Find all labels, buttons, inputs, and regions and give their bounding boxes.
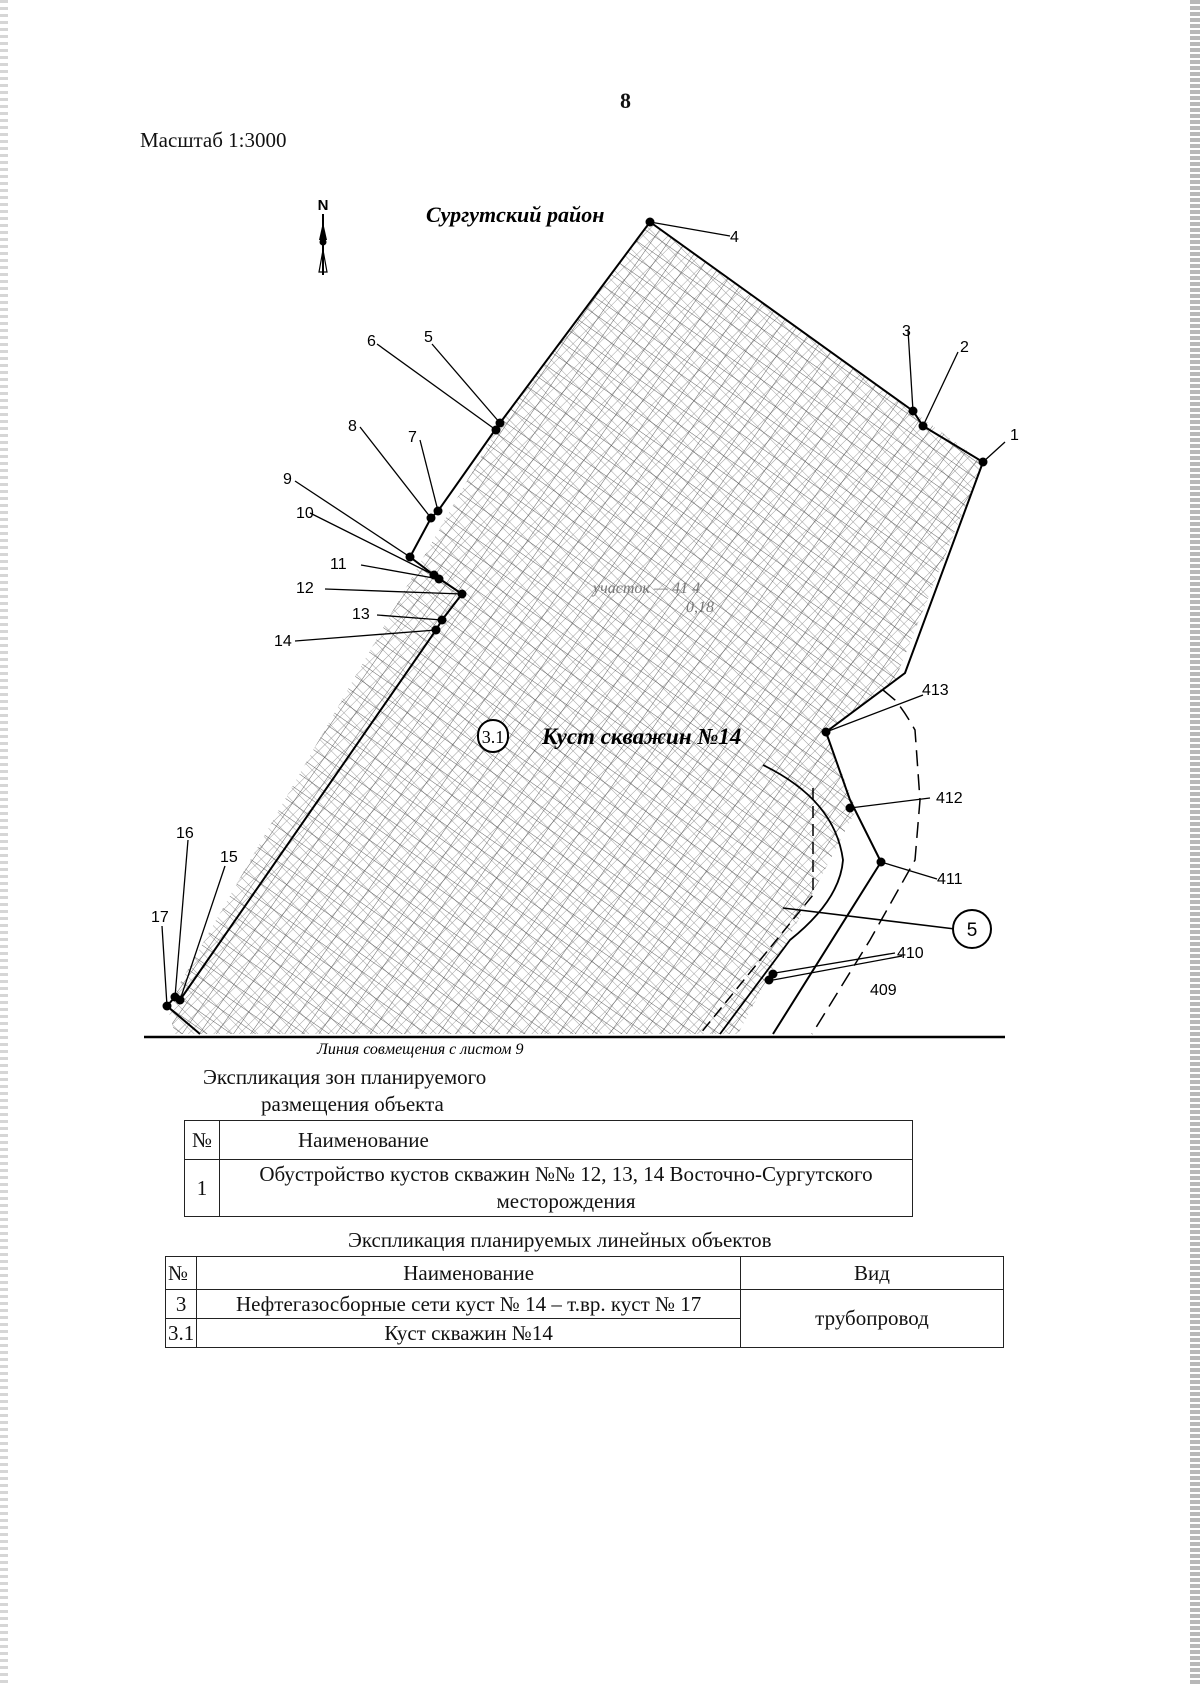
svg-text:5: 5 bbox=[967, 920, 978, 941]
linear-header-no: № bbox=[164, 1256, 198, 1290]
point-label-15: 15 bbox=[220, 849, 238, 866]
point-label-412: 412 bbox=[936, 790, 963, 807]
linear-kind-cell: трубопровод bbox=[740, 1289, 1004, 1348]
zones-row-no: 1 bbox=[184, 1159, 220, 1217]
zones-explication-table: № Наименование 1 Обустройство кустов скв… bbox=[184, 1120, 913, 1217]
linear-header-kind: Вид bbox=[740, 1256, 1004, 1290]
north-label: N bbox=[318, 197, 329, 214]
linear-row-name: Нефтегазосборные сети куст № 14 – т.вр. … bbox=[196, 1289, 741, 1319]
zones-row-name: Обустройство кустов скважин №№ 12, 13, 1… bbox=[219, 1159, 913, 1217]
linear-row-no: 3 bbox=[164, 1289, 198, 1319]
match-line-label: Линия совмещения с листом 9 bbox=[316, 1041, 523, 1058]
point-label-409: 409 bbox=[870, 982, 897, 999]
svg-text:3.1: 3.1 bbox=[482, 727, 505, 747]
feature-marker-5: 5 bbox=[782, 907, 992, 949]
dashed-boundary bbox=[699, 689, 921, 1035]
point-labels: 1 2 3 4 5 6 7 8 9 10 11 12 13 14 15 16 1… bbox=[151, 229, 1019, 999]
site-plan-map: N Линия совмещения с листом 9 Сургутский… bbox=[144, 197, 1019, 1058]
point-label-17: 17 bbox=[151, 909, 169, 926]
point-label-2: 2 bbox=[960, 339, 969, 356]
zones-title-line2: размещения объекта bbox=[261, 1092, 444, 1116]
linear-explication-table: № Наименование Вид 3 Нефтегазосборные се… bbox=[164, 1256, 1004, 1348]
linear-header-name: Наименование bbox=[196, 1256, 741, 1290]
zones-explication-title: Экспликация зон планируемого размещения … bbox=[203, 1064, 486, 1118]
scale-label: Масштаб 1:3000 bbox=[140, 128, 287, 152]
table-row: 3 Нефтегазосборные сети куст № 14 – т.вр… bbox=[164, 1289, 1004, 1348]
point-label-411: 411 bbox=[937, 871, 963, 888]
point-label-4: 4 bbox=[730, 229, 739, 246]
vertex-points bbox=[162, 217, 988, 1011]
parcel-area bbox=[167, 222, 983, 1034]
linear-row-name: Куст скважин №14 bbox=[196, 1318, 741, 1348]
point-label-13: 13 bbox=[352, 606, 370, 623]
faded-parcel-area: 0,18 bbox=[686, 599, 714, 616]
scan-edge-left bbox=[0, 0, 8, 1684]
point-label-5: 5 bbox=[424, 329, 433, 346]
table-row: 3.1 Куст скважин №14 bbox=[164, 1318, 1004, 1348]
point-label-14: 14 bbox=[274, 633, 292, 650]
district-label: Сургутский район bbox=[426, 202, 604, 227]
point-leaders bbox=[161, 221, 1006, 1007]
page-number: 8 bbox=[620, 88, 631, 113]
point-label-8: 8 bbox=[348, 418, 357, 435]
point-label-11: 11 bbox=[330, 556, 347, 573]
point-label-12: 12 bbox=[296, 580, 314, 597]
north-arrow-icon: N bbox=[318, 197, 329, 275]
point-label-16: 16 bbox=[176, 825, 194, 842]
linear-row-no: 3.1 bbox=[164, 1318, 198, 1348]
linear-explication-title: Экспликация планируемых линейных объекто… bbox=[348, 1228, 772, 1252]
point-label-7: 7 bbox=[408, 429, 417, 446]
zones-header-no: № bbox=[184, 1120, 220, 1160]
point-label-9: 9 bbox=[283, 471, 292, 488]
zones-header-name: Наименование bbox=[219, 1120, 913, 1160]
faded-parcel-label: участок — 41 4 bbox=[591, 580, 700, 597]
point-label-3: 3 bbox=[902, 323, 911, 340]
scan-edge-right bbox=[1190, 0, 1200, 1684]
cluster-marker: 3.1 bbox=[477, 719, 509, 753]
zones-title-line1: Экспликация зон планируемого bbox=[203, 1065, 487, 1089]
point-label-1: 1 bbox=[1010, 427, 1019, 444]
point-label-6: 6 bbox=[367, 333, 376, 350]
cluster-label: Куст скважин №14 bbox=[541, 724, 741, 749]
point-label-413: 413 bbox=[922, 682, 949, 699]
point-label-410: 410 bbox=[897, 945, 924, 962]
point-label-10: 10 bbox=[296, 505, 314, 522]
table-row: 1 Обустройство кустов скважин №№ 12, 13,… bbox=[184, 1159, 913, 1217]
